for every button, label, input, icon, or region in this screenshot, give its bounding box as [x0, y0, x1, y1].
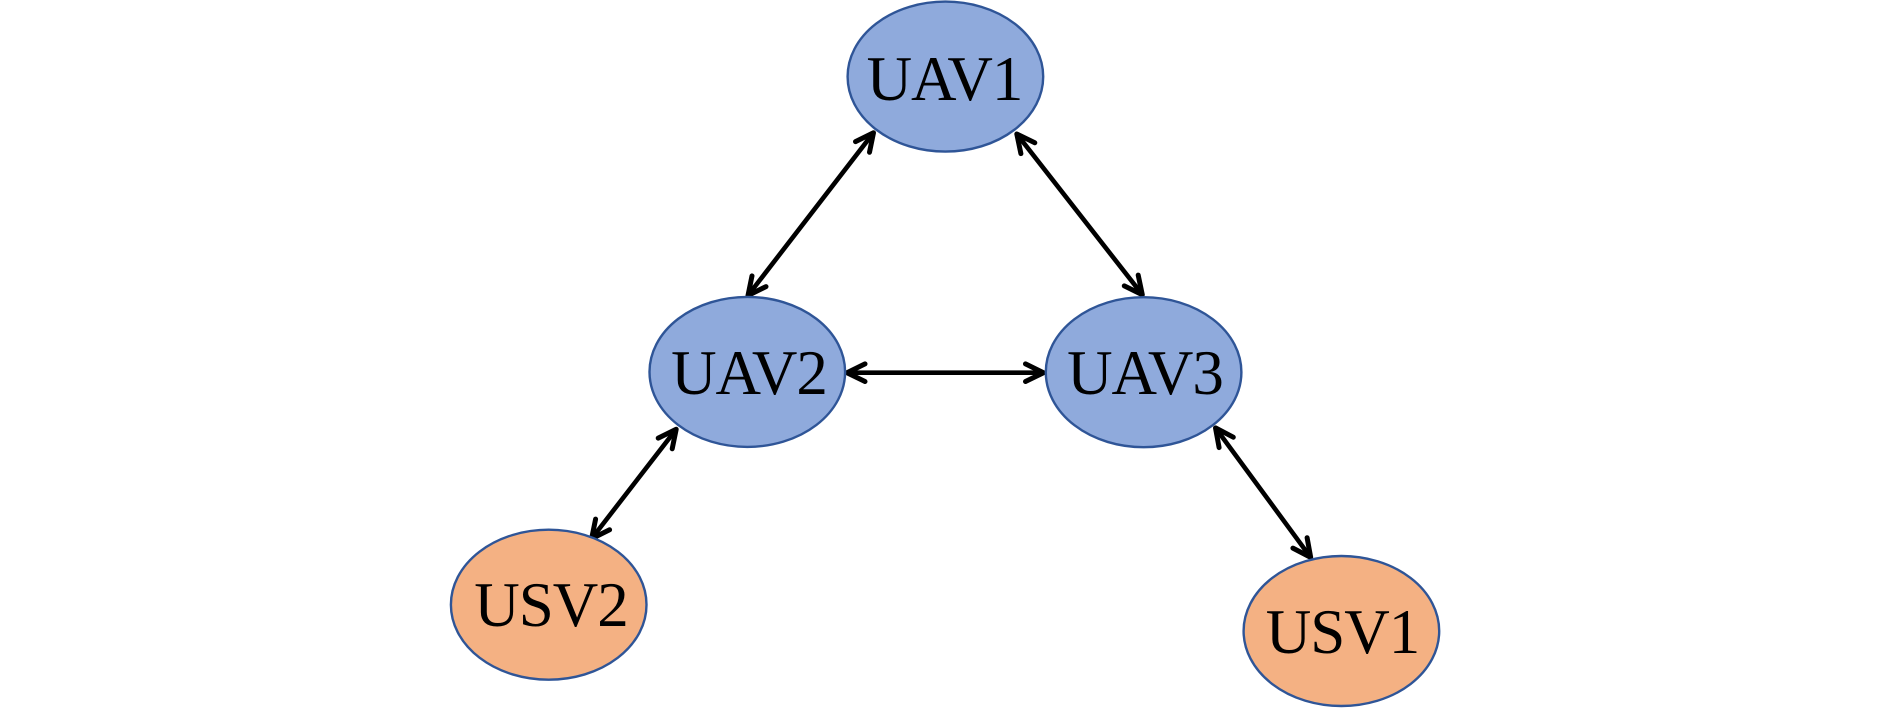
svg-text:USV1: USV1	[1266, 597, 1420, 667]
svg-text:UAV3: UAV3	[1067, 338, 1223, 408]
svg-text:USV2: USV2	[474, 570, 628, 640]
svg-text:UAV2: UAV2	[671, 338, 827, 408]
svg-text:UAV1: UAV1	[867, 44, 1023, 114]
